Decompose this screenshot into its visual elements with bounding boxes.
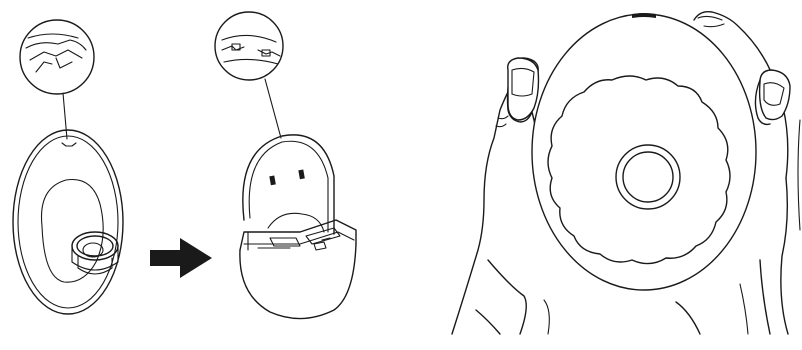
step-3-panel (452, 12, 800, 334)
step-1-panel (13, 20, 123, 314)
step-2-shield-icon (243, 135, 334, 234)
step-2-panel (215, 12, 356, 319)
step-2-shell-icon (240, 220, 356, 319)
right-arrow-icon (150, 238, 212, 278)
step-2-leader-line (265, 79, 281, 138)
step-1-shield-icon (13, 130, 123, 314)
breast-shell-icon (532, 13, 756, 290)
step-2-detail-callout (215, 12, 283, 80)
step-1-leader-line (63, 93, 67, 139)
step-1-neck-icon (72, 232, 118, 274)
scalloped-petal-icon (548, 76, 730, 264)
right-thumb-icon (760, 70, 790, 120)
left-thumb-icon (508, 58, 539, 120)
step-1-detail-callout (20, 20, 94, 94)
